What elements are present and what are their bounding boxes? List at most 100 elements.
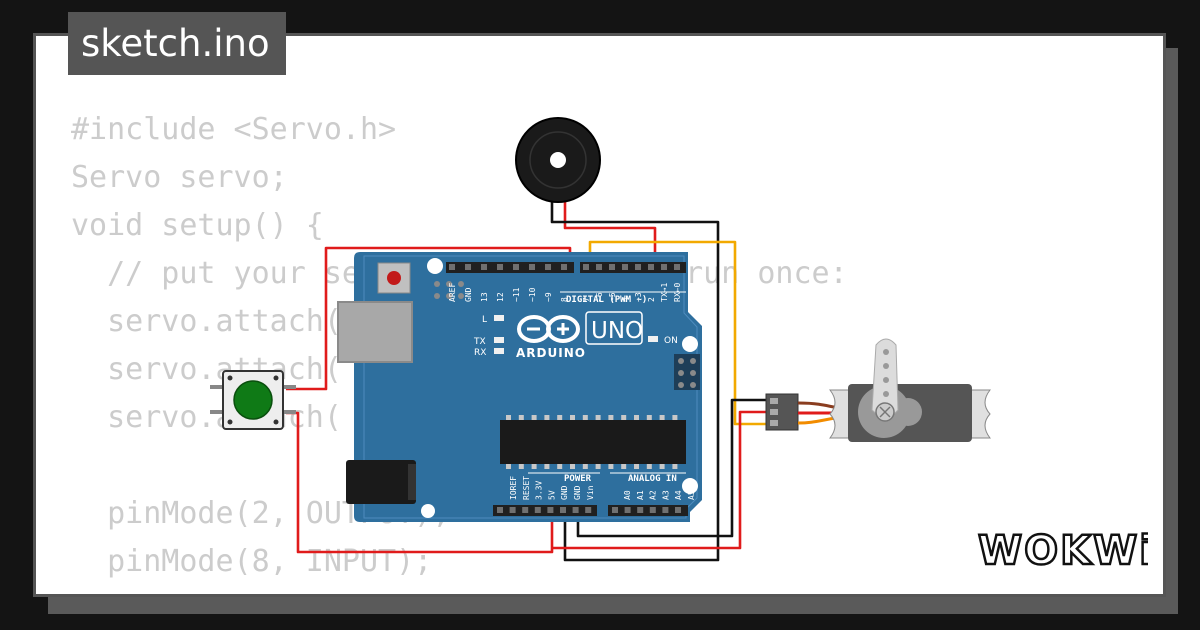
servo-connector[interactable] — [765, 393, 799, 431]
led-tx — [494, 337, 504, 343]
mounting-hole — [682, 478, 698, 494]
top-pin-label: 4 — [621, 297, 630, 302]
chip-pin — [659, 464, 665, 469]
chip-pin — [646, 464, 652, 469]
header-pin-hole — [612, 507, 618, 513]
header-pin-hole — [560, 507, 566, 513]
chip-pin — [621, 464, 627, 469]
button-leg — [282, 410, 296, 414]
chip-pin — [672, 415, 678, 420]
header-pin-hole — [596, 264, 602, 270]
header-pin-hole — [635, 264, 641, 270]
digital-header-label: DIGITAL (PWM ~) — [566, 295, 647, 305]
chip-pin — [608, 415, 614, 420]
header-pin-hole — [583, 264, 589, 270]
led-rx — [494, 348, 504, 354]
board-model: UNO — [591, 318, 643, 344]
arduino-logo-icon — [517, 315, 580, 343]
file-tab[interactable]: sketch.ino — [68, 12, 286, 75]
code-line: void setup() { — [71, 208, 324, 243]
servo-horn-hole — [883, 363, 889, 369]
chip-pin — [659, 415, 665, 420]
top-pin-label: ~10 — [528, 287, 537, 302]
header-pin-hole — [534, 507, 541, 513]
top-pin-label: 2 — [647, 297, 656, 302]
top-pin-label: ~6 — [595, 292, 604, 302]
chip-pin — [506, 464, 511, 469]
led-rx-label: RX — [474, 348, 486, 358]
atmega-chip — [500, 420, 686, 464]
header-pin-hole — [545, 264, 551, 270]
power-jack-tip — [408, 464, 416, 500]
code-line: Servo servo; — [71, 160, 288, 195]
analog-pin-label: A4 — [674, 490, 683, 500]
led-on — [648, 336, 658, 342]
chip-pin — [595, 415, 601, 420]
header-pin-hole — [561, 264, 567, 270]
header-pin-hole — [622, 264, 628, 270]
top-pin-label: AREF — [448, 283, 457, 302]
top-header-left — [446, 262, 574, 273]
chip-pins — [506, 415, 678, 469]
chip-pin — [570, 415, 575, 420]
wire-red-servo[interactable] — [552, 410, 770, 550]
usb-port — [337, 301, 413, 363]
top-pin-label: ~11 — [512, 287, 521, 302]
button-corner — [273, 419, 279, 425]
mounting-hole — [427, 258, 443, 274]
power-pin-label: GND — [560, 485, 569, 500]
header-pin-hole — [547, 507, 554, 513]
chip-pin — [570, 464, 575, 469]
analog-label: ANALOG IN — [628, 474, 677, 484]
code-line: servo.attach( — [71, 304, 342, 339]
top-pin-holes — [449, 264, 680, 270]
wokwi-logo-icon: WOKWi — [977, 527, 1148, 574]
header-pin-hole — [674, 264, 680, 270]
button-cap — [233, 380, 273, 420]
buzzer-hole — [550, 152, 566, 168]
servo-horn-hole — [883, 349, 889, 355]
header-pin-hole — [662, 507, 669, 513]
reset-button-cap[interactable] — [387, 271, 401, 285]
push-button[interactable] — [210, 370, 296, 430]
chip-pin — [646, 415, 652, 420]
power-pin-label: 3.3V — [535, 481, 544, 500]
analog-pin-label: A3 — [661, 490, 670, 500]
servo-ears — [828, 389, 853, 439]
button-leg — [210, 385, 224, 389]
buzzer-ring — [529, 131, 587, 189]
wire-black-buzzer[interactable] — [550, 196, 720, 562]
header-pin-hole — [637, 507, 644, 513]
top-pin-label: ~5 — [608, 292, 617, 302]
top-pin-label: GND — [464, 287, 473, 302]
header-pin-hole — [529, 264, 535, 270]
header-pin-hole — [648, 264, 654, 270]
chip-pin — [672, 464, 678, 469]
top-pin-label: 13 — [480, 292, 489, 302]
top-header-right — [580, 262, 686, 273]
header-pin-hole — [449, 264, 455, 270]
power-pin-label: Vin — [586, 485, 595, 500]
header-pin-hole — [572, 507, 579, 513]
mounting-hole — [421, 504, 435, 518]
power-pin-label: GND — [573, 485, 582, 500]
wire-red-buzzer[interactable] — [563, 196, 657, 266]
analog-pin-label: A2 — [649, 490, 658, 500]
chip-pin — [582, 415, 588, 420]
header-pin-hole — [513, 264, 519, 270]
header-pin-hole — [481, 264, 487, 270]
button-corner — [227, 375, 233, 381]
wire-black-servo[interactable] — [576, 398, 770, 538]
led-l-label: L — [482, 315, 487, 325]
buzzer[interactable] — [515, 117, 601, 203]
chip-pin — [582, 464, 588, 469]
header-pin-hole — [649, 507, 656, 513]
wire-orange-servo[interactable] — [588, 240, 770, 426]
led-on-label: ON — [664, 336, 678, 346]
servo-motor[interactable] — [828, 338, 992, 442]
chip-pin — [506, 415, 511, 420]
power-pin-label: 5V — [547, 490, 556, 500]
chip-pin — [608, 464, 614, 469]
